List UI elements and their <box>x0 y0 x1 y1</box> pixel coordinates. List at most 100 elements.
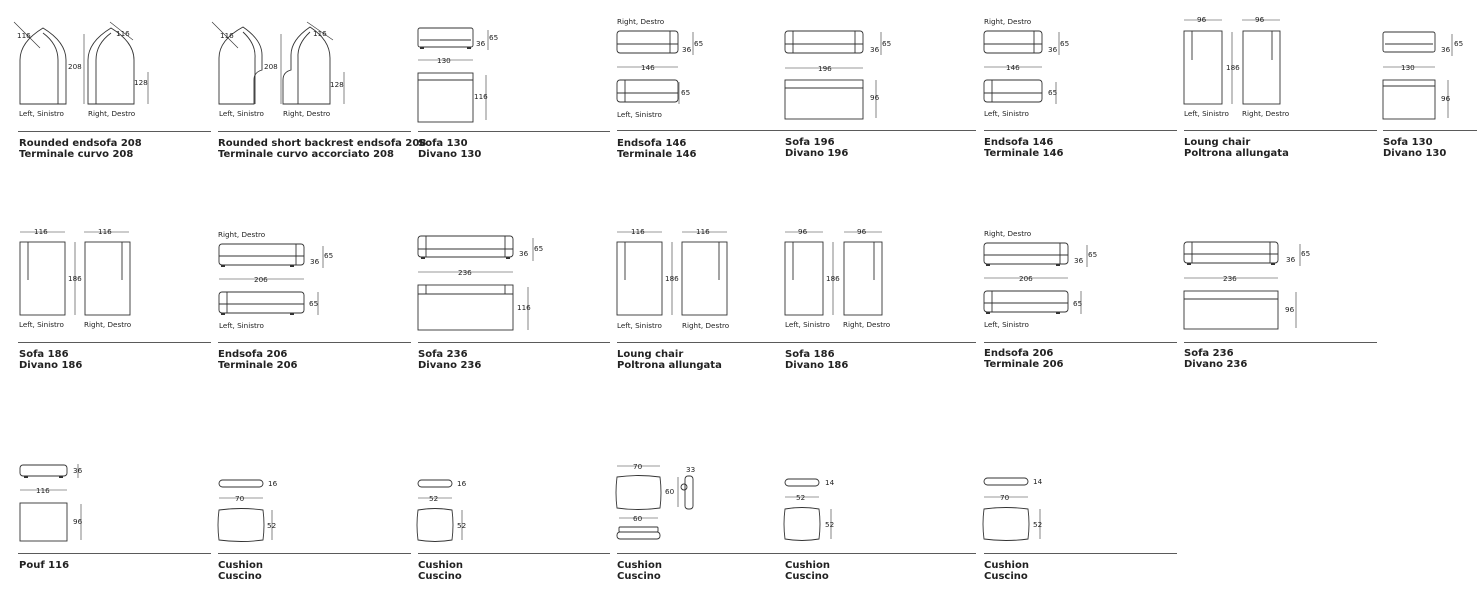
dimension-label: 52 <box>267 521 276 530</box>
dimension-label: 96 <box>857 227 867 236</box>
sofa-130-drawing: 65 36 130 96 <box>1382 31 1463 120</box>
dimension-label: 116 <box>517 303 531 312</box>
divider <box>984 130 1177 131</box>
side-label: Left, Sinistro <box>617 321 662 330</box>
side-label: Right, Destro <box>84 320 131 329</box>
side-label: Right, Destro <box>283 109 330 118</box>
dimension-label: 196 <box>818 64 832 73</box>
dimension-label: 206 <box>254 275 268 284</box>
dimension-label: 16 <box>457 479 467 488</box>
dimension-label: 116 <box>34 227 48 236</box>
dimension-label: 116 <box>474 92 488 101</box>
dimension-label: 96 <box>73 517 83 526</box>
dimension-label: 65 <box>694 39 703 48</box>
dimension-label: 206 <box>1019 274 1033 283</box>
side-label: Right, Destro <box>843 320 890 329</box>
dimension-label: 65 <box>1088 250 1097 259</box>
dimension-label: 36 <box>310 257 320 266</box>
side-label: Left, Sinistro <box>219 109 264 118</box>
divider <box>1383 130 1477 131</box>
cushion-drawing: 14 52 52 <box>783 478 835 541</box>
divider <box>617 342 976 343</box>
loung-chair-drawing: 96 96 186 Left, Sinistro Right, Destro <box>1183 15 1289 118</box>
sofa-236-drawing: 65 36 236 96 <box>1183 241 1310 330</box>
dimension-label: 186 <box>826 274 840 283</box>
dimension-label: 186 <box>665 274 679 283</box>
sofa-186-drawing: 96 96 186 Left, Sinistro Right, Destro <box>784 227 890 329</box>
rounded-short-backrest-endsofa-drawing: 116 116 208 128 Left, Sinistro Right, De… <box>211 21 345 118</box>
dimension-label: 116 <box>220 31 234 40</box>
dimension-label: 96 <box>1285 305 1295 314</box>
side-label: Right, Destro <box>218 230 265 239</box>
divider <box>18 553 211 554</box>
dimension-label: 36 <box>1048 45 1058 54</box>
dimension-label: 36 <box>73 466 83 475</box>
dimension-label: 128 <box>330 80 344 89</box>
dimension-label: 65 <box>534 244 543 253</box>
divider <box>18 342 211 343</box>
side-label: Right, Destro <box>1242 109 1289 118</box>
dimension-label: 65 <box>489 33 498 42</box>
cushion-drawing: 14 70 52 <box>982 477 1043 541</box>
dimension-label: 65 <box>681 88 690 97</box>
dimension-label: 70 <box>235 494 245 503</box>
divider <box>617 553 976 554</box>
divider <box>218 342 411 343</box>
dimension-label: 130 <box>1401 63 1415 72</box>
dim-208: 208 <box>68 62 82 71</box>
endsofa-146-drawing: Right, Destro 65 36 146 65 Left, Sinistr… <box>616 17 703 119</box>
sofa-130-drawing: 65 36 130 116 <box>417 27 498 123</box>
dimension-label: 96 <box>798 227 808 236</box>
rounded-endsofa-208-drawing: 116 116 208 128 Left, Sinistro Right, De… <box>13 21 149 118</box>
dimension-label: 65 <box>1454 39 1463 48</box>
dimension-label: 36 <box>519 249 529 258</box>
dimension-label: 96 <box>870 93 880 102</box>
pouf-116-drawing: 36 116 96 <box>19 464 83 542</box>
dimension-label: 36 <box>476 39 486 48</box>
dimension-label: 36 <box>870 45 880 54</box>
dimension-label: 65 <box>1048 88 1057 97</box>
divider <box>1184 130 1377 131</box>
side-label: Right, Destro <box>984 17 1031 26</box>
side-label: Right, Destro <box>984 229 1031 238</box>
divider <box>617 130 976 131</box>
side-label: Right, Destro <box>682 321 729 330</box>
dimension-label: 65 <box>324 251 333 260</box>
divider <box>218 553 411 554</box>
cushion-drawing: 16 70 52 <box>217 479 278 542</box>
sofa-196-drawing: 65 36 196 96 <box>784 30 891 120</box>
divider <box>18 131 211 132</box>
dimension-label: 116 <box>98 227 112 236</box>
dimension-label: 16 <box>268 479 278 488</box>
dimension-label: 52 <box>825 520 834 529</box>
cushion-drawing: 16 52 52 <box>416 479 467 542</box>
dimension-label: 60 <box>633 514 643 523</box>
divider <box>984 553 1177 554</box>
dimension-label: 96 <box>1255 15 1265 24</box>
dimension-label: 14 <box>825 478 835 487</box>
dimension-label: 52 <box>457 521 466 530</box>
dimension-label: 14 <box>1033 477 1043 486</box>
cushion-drawing: 70 60 33 60 <box>615 462 695 540</box>
dimension-label: 130 <box>437 56 451 65</box>
dimension-label: 36 <box>1441 45 1451 54</box>
dimension-label: 186 <box>1226 63 1240 72</box>
divider <box>418 131 610 132</box>
side-label: Right, Destro <box>617 17 664 26</box>
dimension-label: 36 <box>682 45 692 54</box>
